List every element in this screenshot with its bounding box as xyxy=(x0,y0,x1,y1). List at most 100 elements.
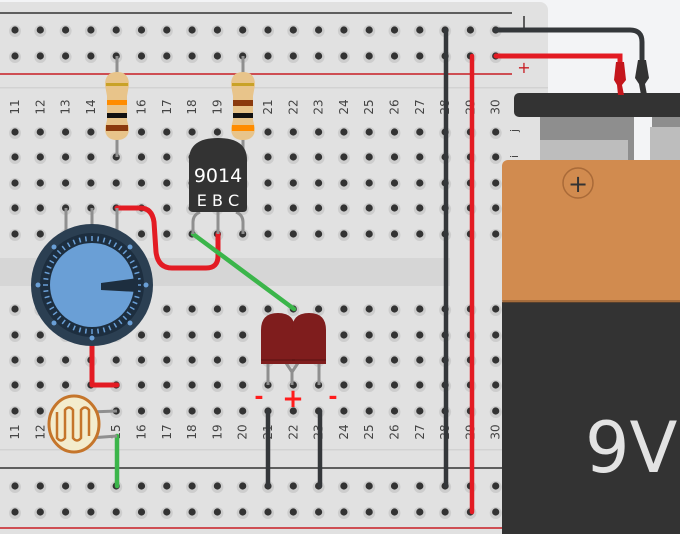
hole[interactable] xyxy=(340,26,348,34)
hole[interactable] xyxy=(11,230,19,238)
hole[interactable] xyxy=(163,153,171,161)
hole[interactable] xyxy=(213,331,221,339)
hole[interactable] xyxy=(416,508,424,516)
resistor-1[interactable] xyxy=(105,56,129,157)
hole[interactable] xyxy=(62,179,70,187)
hole[interactable] xyxy=(87,508,95,516)
hole[interactable] xyxy=(163,381,171,389)
hole[interactable] xyxy=(36,381,44,389)
hole[interactable] xyxy=(163,407,171,415)
hole[interactable] xyxy=(390,305,399,313)
hole[interactable] xyxy=(36,153,44,161)
hole[interactable] xyxy=(264,26,272,34)
hole[interactable] xyxy=(11,482,19,490)
hole[interactable] xyxy=(492,331,500,339)
hole[interactable] xyxy=(289,52,297,60)
hole[interactable] xyxy=(188,508,196,516)
hole[interactable] xyxy=(416,381,424,389)
hole[interactable] xyxy=(239,356,247,364)
hole[interactable] xyxy=(137,230,146,238)
hole[interactable] xyxy=(239,305,247,313)
hole[interactable] xyxy=(416,407,424,415)
hole[interactable] xyxy=(264,305,272,313)
hole[interactable] xyxy=(112,26,120,34)
hole[interactable] xyxy=(441,508,449,516)
hole[interactable] xyxy=(289,482,297,490)
hole[interactable] xyxy=(390,204,399,212)
hole[interactable] xyxy=(36,331,44,339)
hole[interactable] xyxy=(137,331,146,339)
hole[interactable] xyxy=(137,26,146,34)
hole[interactable] xyxy=(390,407,399,415)
hole[interactable] xyxy=(264,52,272,60)
hole[interactable] xyxy=(289,407,297,415)
transistor-9014[interactable]: 9014 E B C xyxy=(189,138,247,234)
hole[interactable] xyxy=(492,153,500,161)
hole[interactable] xyxy=(416,128,424,136)
hole[interactable] xyxy=(188,128,196,136)
hole[interactable] xyxy=(340,356,348,364)
hole[interactable] xyxy=(365,179,373,187)
hole[interactable] xyxy=(11,179,19,187)
hole[interactable] xyxy=(62,381,70,389)
hole[interactable] xyxy=(36,482,44,490)
hole[interactable] xyxy=(390,128,399,136)
hole[interactable] xyxy=(62,128,70,136)
hole[interactable] xyxy=(340,179,348,187)
hole[interactable] xyxy=(239,26,247,34)
hole[interactable] xyxy=(188,26,196,34)
hole[interactable] xyxy=(36,179,44,187)
hole[interactable] xyxy=(36,52,44,60)
hole[interactable] xyxy=(36,128,44,136)
hole[interactable] xyxy=(11,204,19,212)
potentiometer[interactable] xyxy=(31,208,153,346)
hole[interactable] xyxy=(239,482,247,490)
hole[interactable] xyxy=(87,128,95,136)
hole[interactable] xyxy=(264,204,272,212)
hole[interactable] xyxy=(289,179,297,187)
hole[interactable] xyxy=(390,153,399,161)
hole[interactable] xyxy=(137,381,146,389)
hole[interactable] xyxy=(137,153,146,161)
hole[interactable] xyxy=(365,381,373,389)
hole[interactable] xyxy=(365,482,373,490)
hole[interactable] xyxy=(340,204,348,212)
hole[interactable] xyxy=(11,381,19,389)
hole[interactable] xyxy=(163,128,171,136)
hole[interactable] xyxy=(289,508,297,516)
hole[interactable] xyxy=(289,26,297,34)
hole[interactable] xyxy=(213,381,221,389)
hole[interactable] xyxy=(213,128,221,136)
hole[interactable] xyxy=(315,508,323,516)
hole[interactable] xyxy=(112,508,120,516)
hole[interactable] xyxy=(390,381,399,389)
hole[interactable] xyxy=(11,305,19,313)
hole[interactable] xyxy=(36,204,44,212)
hole[interactable] xyxy=(492,128,500,136)
hole[interactable] xyxy=(365,204,373,212)
hole[interactable] xyxy=(36,26,44,34)
hole[interactable] xyxy=(390,179,399,187)
led-1[interactable] xyxy=(261,313,295,364)
hole[interactable] xyxy=(163,331,171,339)
hole[interactable] xyxy=(390,52,399,60)
hole[interactable] xyxy=(62,508,70,516)
battery-red-lead[interactable] xyxy=(493,53,623,65)
hole[interactable] xyxy=(188,381,196,389)
hole[interactable] xyxy=(365,26,373,34)
pot-knob[interactable] xyxy=(50,243,134,327)
hole[interactable] xyxy=(315,305,323,313)
hole[interactable] xyxy=(340,407,348,415)
hole[interactable] xyxy=(492,305,500,313)
hole[interactable] xyxy=(87,482,95,490)
hole[interactable] xyxy=(390,356,399,364)
hole[interactable] xyxy=(11,356,19,364)
hole[interactable] xyxy=(340,128,348,136)
hole[interactable] xyxy=(365,128,373,136)
hole[interactable] xyxy=(62,52,70,60)
breadboard[interactable]: + 11121314151617181920212223242526272829… xyxy=(0,2,548,534)
hole[interactable] xyxy=(390,230,399,238)
hole[interactable] xyxy=(365,305,373,313)
hole[interactable] xyxy=(239,331,247,339)
hole[interactable] xyxy=(163,356,171,364)
